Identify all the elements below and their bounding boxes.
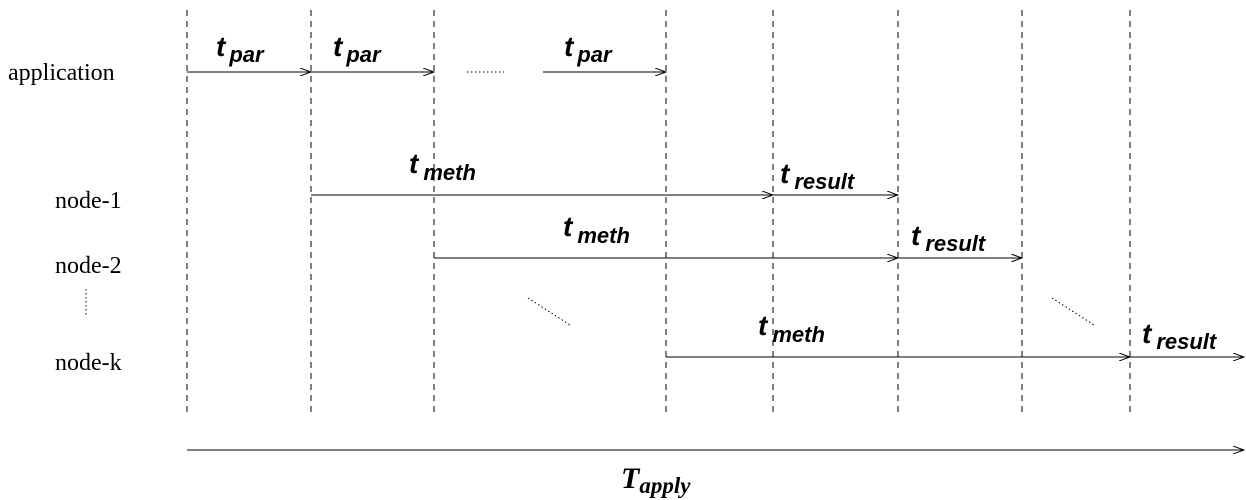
time-gridlines bbox=[186, 10, 1131, 415]
t-apply-label: Tapply bbox=[621, 462, 691, 498]
diagonal-ellipsis bbox=[1051, 297, 1095, 326]
diagonal-ellipsis bbox=[527, 297, 571, 326]
row-label-application: application bbox=[8, 60, 115, 86]
row-label-node-k: node-k bbox=[55, 350, 122, 376]
row-label-node-1: node-1 bbox=[55, 188, 122, 214]
row-label-node-2: node-2 bbox=[55, 253, 122, 279]
total-time: Tapply bbox=[187, 450, 1244, 498]
